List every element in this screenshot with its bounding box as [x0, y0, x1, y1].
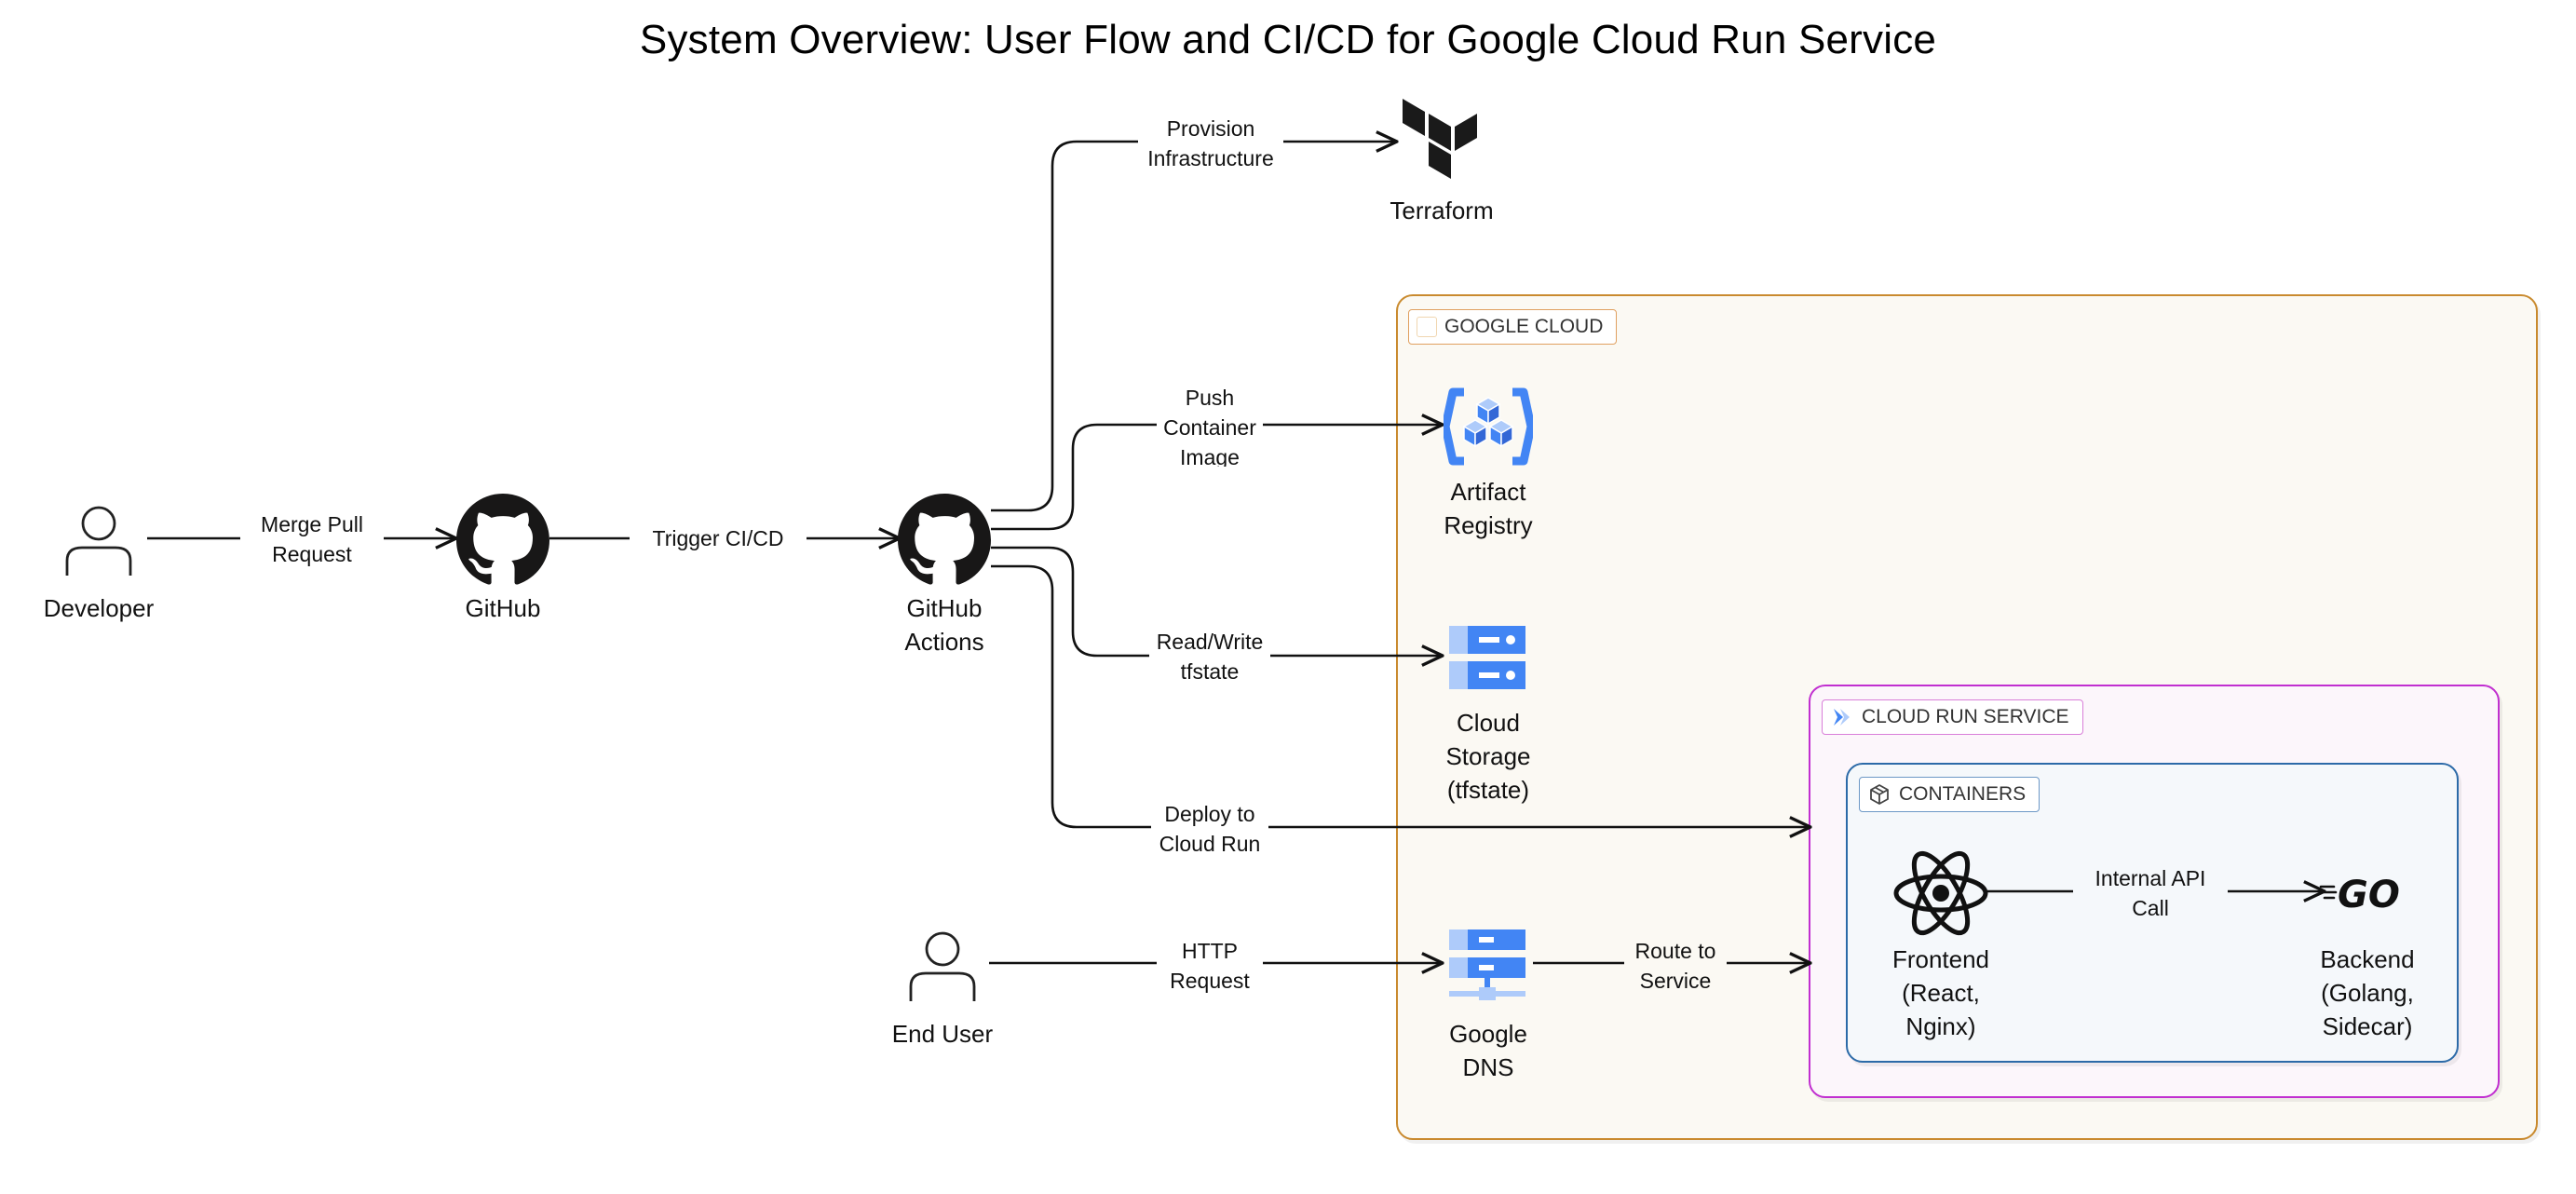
google-dns-label: Google DNS [1449, 1020, 1527, 1081]
edge-label-http-request: HTTP Request [1157, 936, 1263, 996]
github-icon [456, 494, 549, 585]
container-icon [1870, 784, 1889, 805]
cloud-run-icon [1834, 709, 1850, 726]
developer-person-icon [65, 506, 132, 576]
backend-label: Backend (Golang, Sidecar) [2320, 945, 2415, 1040]
cloud-storage-label: Cloud Storage (tfstate) [1445, 709, 1531, 804]
svg-text:GO: GO [2338, 874, 2400, 913]
diagram-title: System Overview: User Flow and CI/CD for… [639, 17, 1937, 62]
terraform-icon [1403, 99, 1477, 179]
cloud-run-group-label: CLOUD RUN SERVICE [1822, 699, 2083, 735]
edge-label-route: Route to Service [1624, 936, 1727, 996]
github-label: GitHub [465, 594, 541, 622]
edge-label-read-write: Read/Write tfstate [1149, 627, 1270, 686]
artifact-registry-icon [1444, 387, 1533, 466]
containers-label: CONTAINERS [1899, 783, 2027, 805]
edge-label-push-image: Push Container Image [1157, 383, 1263, 467]
cloud-storage-icon [1449, 626, 1525, 689]
edge-read-write [991, 546, 1443, 656]
end-user-person-icon [909, 931, 976, 1001]
end-user-label: End User [891, 1020, 994, 1048]
terraform-label: Terraform [1390, 197, 1494, 224]
artifact-registry-label: Artifact Registry [1444, 478, 1533, 539]
google-cloud-label: GOOGLE CLOUD [1444, 316, 1604, 337]
developer-label: Developer [43, 594, 155, 622]
google-cloud-icon [1417, 317, 1437, 337]
edge-push-image [991, 425, 1443, 531]
cloud-run-label: CLOUD RUN SERVICE [1862, 706, 2069, 727]
edge-label-merge-pr: Merge Pull Request [240, 509, 384, 569]
go-icon: GO [2319, 874, 2400, 913]
edge-label-deploy: Deploy to Cloud Run [1151, 799, 1268, 859]
edge-deploy [991, 564, 1810, 827]
frontend-label: Frontend (React, Nginx) [1891, 945, 1990, 1040]
google-cloud-group-label: GOOGLE CLOUD [1408, 309, 1618, 345]
containers-group-label: CONTAINERS [1859, 777, 2040, 812]
edge-provision [991, 142, 1397, 512]
edge-label-internal-api: Internal API Call [2073, 863, 2228, 923]
edge-label-trigger-cicd: Trigger CI/CD [630, 523, 807, 553]
edge-label-provision: Provision Infrastructure [1138, 114, 1283, 173]
react-icon [1893, 850, 1988, 936]
github-actions-icon [898, 494, 991, 585]
github-actions-label: GitHub Actions [904, 594, 984, 656]
cloud-dns-icon [1449, 929, 1525, 1000]
